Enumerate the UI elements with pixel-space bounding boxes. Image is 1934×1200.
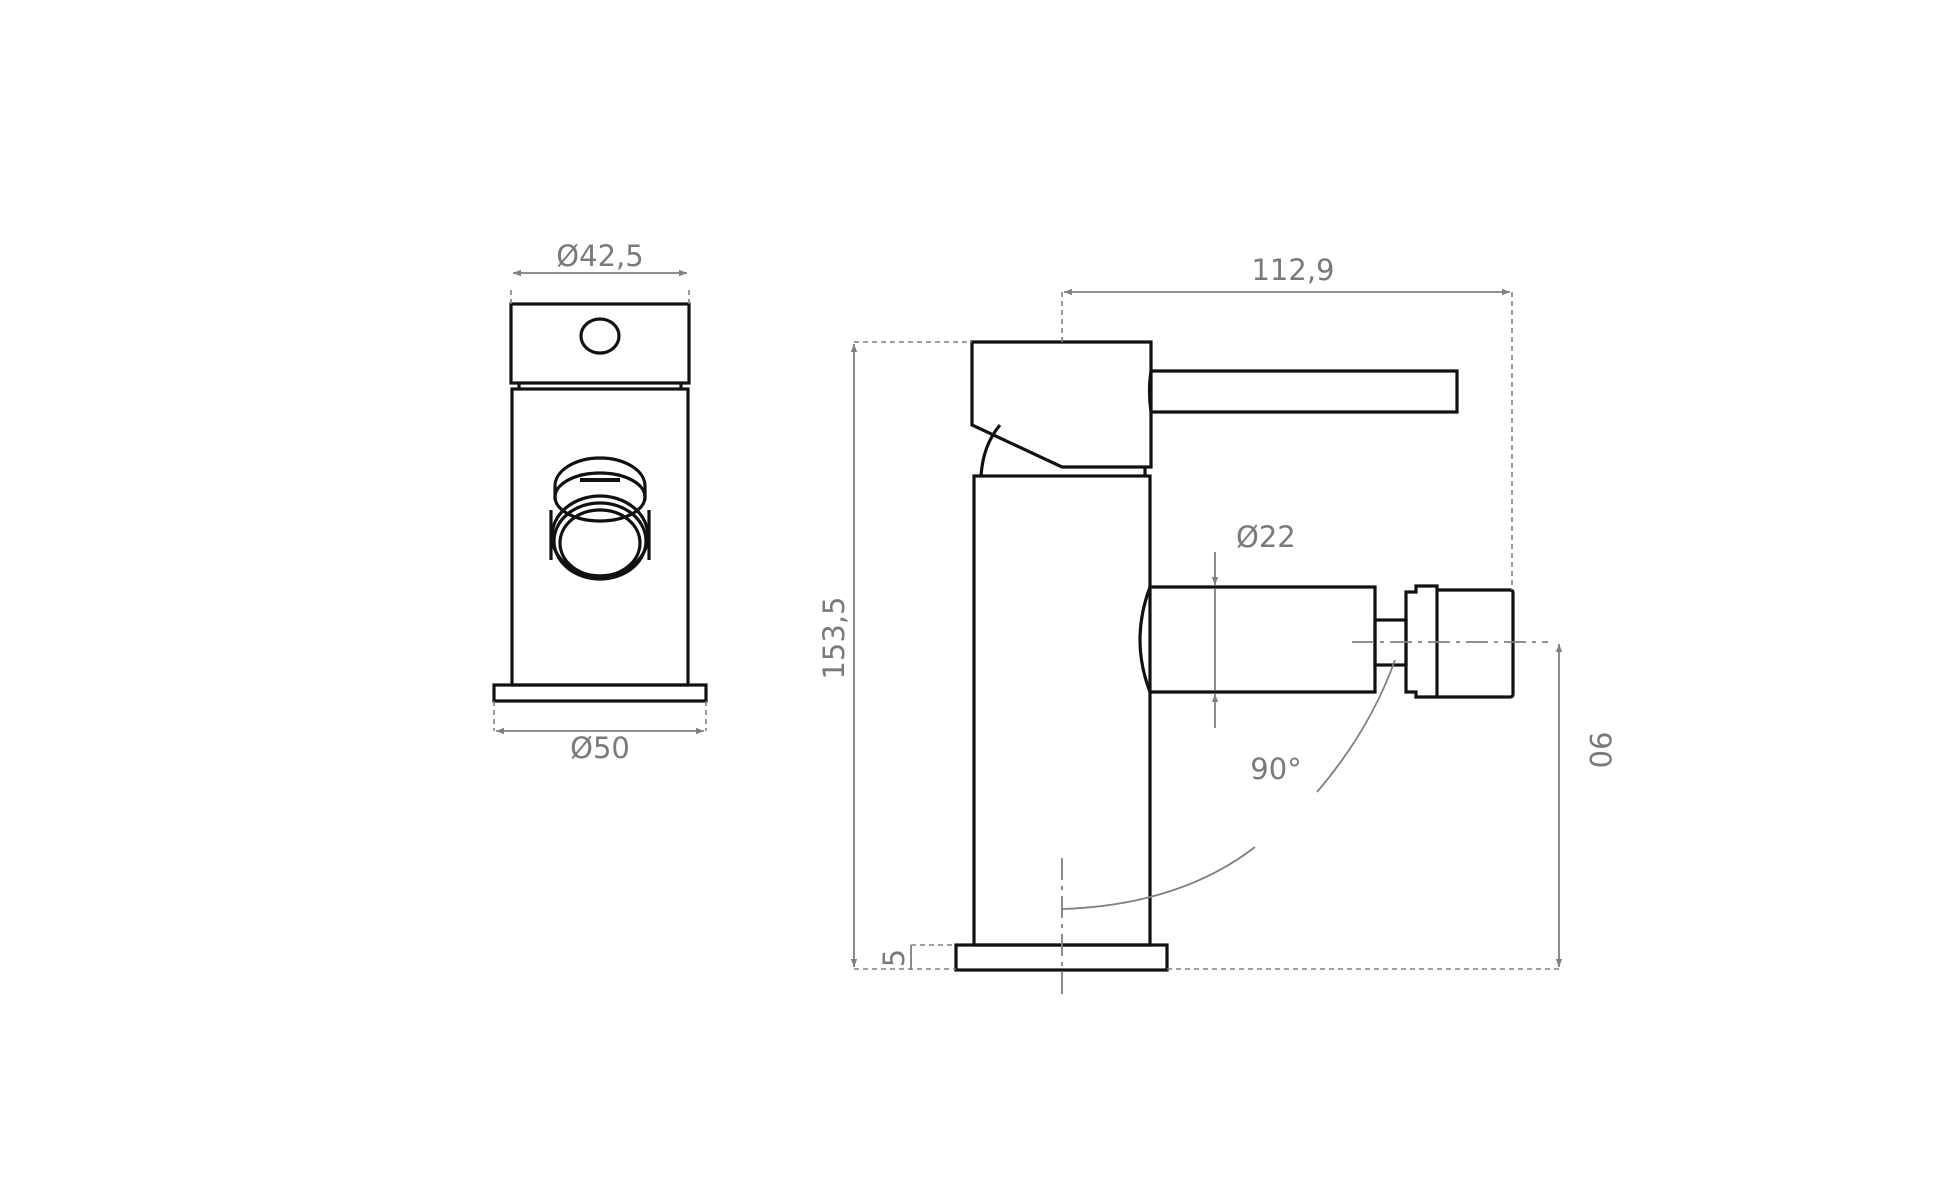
label-base-thickness: 5 <box>877 949 911 967</box>
side-lever <box>1147 369 1459 414</box>
side-nozzle <box>1437 588 1515 699</box>
label-angle: 90° <box>1250 752 1301 786</box>
front-body <box>510 387 690 687</box>
front-base <box>492 683 708 703</box>
label-projection: 112,9 <box>1251 253 1334 287</box>
front-aerator <box>549 456 651 581</box>
side-handle-block <box>970 340 1153 469</box>
front-lever-end <box>579 317 621 355</box>
front-view: Ø42,5 Ø50 <box>492 239 708 765</box>
angle-arc-upper <box>1316 659 1396 793</box>
side-cartridge-curve <box>979 423 1002 477</box>
side-view: 153,5 112,9 Ø22 90 5 90° <box>817 253 1617 998</box>
label-spout-height: 90 <box>1583 732 1617 769</box>
label-top-diameter: Ø42,5 <box>556 239 643 273</box>
label-base-diameter: Ø50 <box>570 731 630 765</box>
label-height: 153,5 <box>817 596 851 679</box>
angle-arc-lower <box>1061 846 1256 910</box>
side-spout <box>1138 585 1377 694</box>
front-handle-block <box>509 302 691 385</box>
label-spout-diameter: Ø22 <box>1236 520 1296 554</box>
